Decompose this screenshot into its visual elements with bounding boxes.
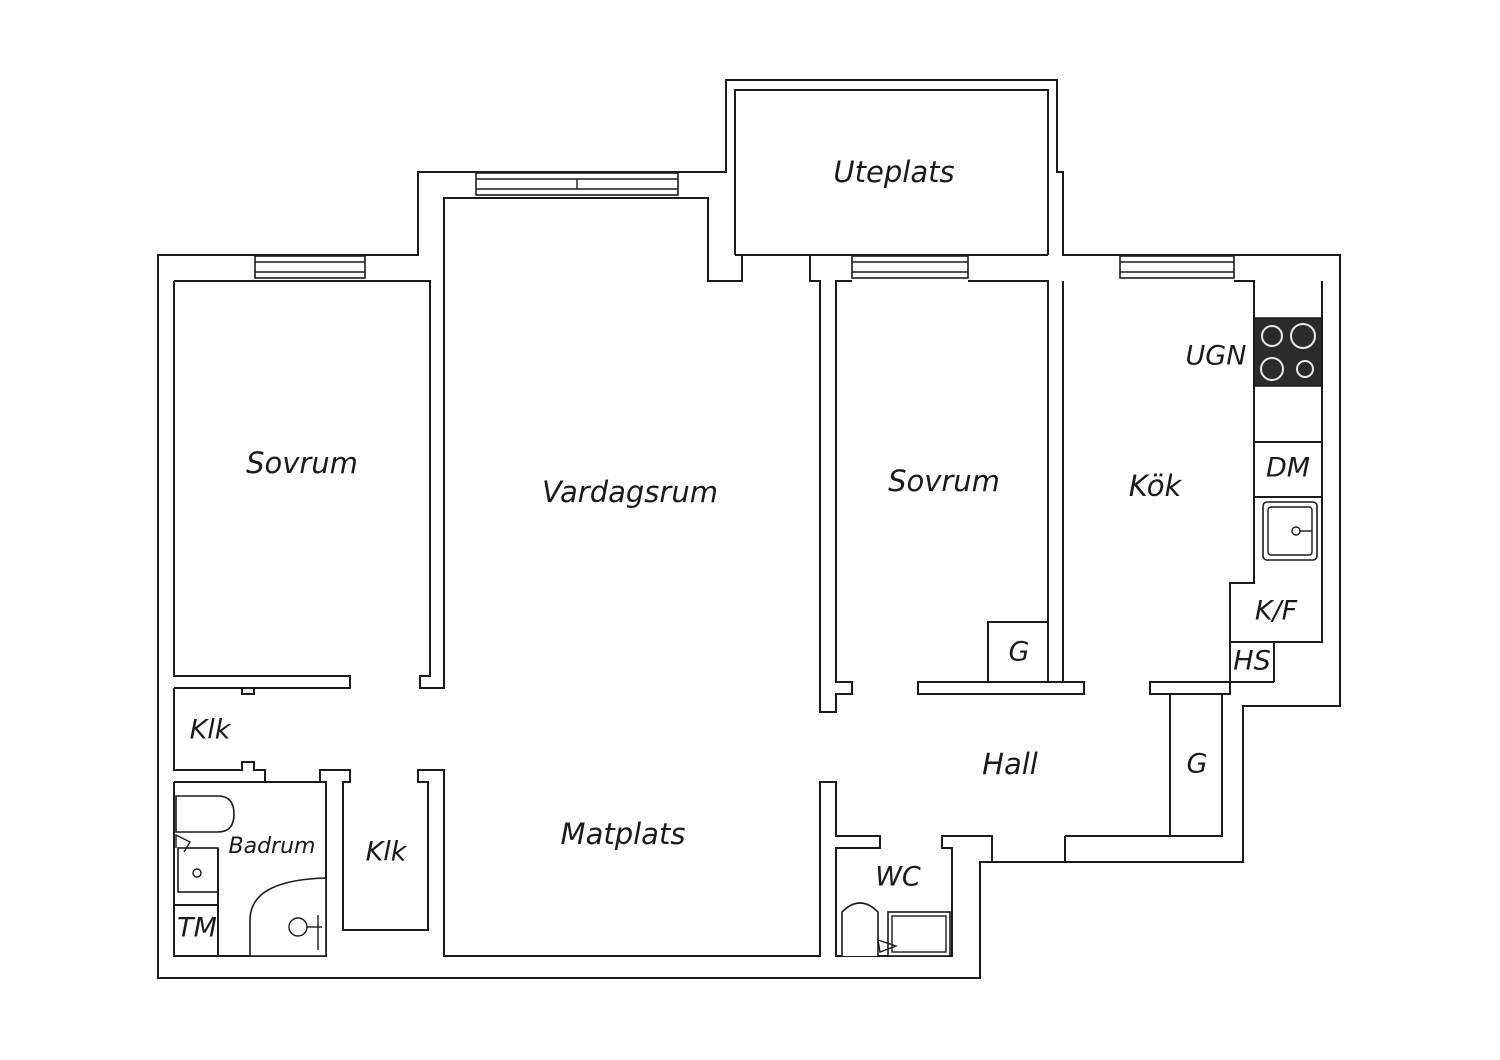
room-label-wc: WC — [875, 862, 921, 893]
room-label-kok: Kök — [1129, 469, 1183, 503]
room-label-vardagsrum: Vardagsrum — [542, 475, 718, 509]
outer-walls — [157, 79, 1341, 979]
fixture-label-ugn: UGN — [1186, 341, 1247, 372]
room-label-uteplats: Uteplats — [833, 155, 954, 189]
room-label-badrum: Badrum — [229, 834, 316, 859]
sink-icon — [1262, 501, 1318, 561]
fixture-label-kf: K/F — [1255, 596, 1298, 627]
toilet-icon — [841, 902, 879, 956]
fixture-labels: UGN DM K/F HS G G TM — [177, 341, 1310, 944]
fixture-label-g-hall: G — [1187, 749, 1208, 780]
interior-walls — [173, 255, 1323, 957]
balcony — [734, 89, 1049, 256]
shower-icon — [249, 877, 327, 957]
room-label-klk-center: Klk — [366, 837, 408, 868]
room-label-matplats: Matplats — [561, 817, 686, 851]
room-label-klk-left: Klk — [190, 715, 232, 746]
room-label-sovrum-right: Sovrum — [888, 464, 1000, 498]
kitchen-counter — [1229, 317, 1323, 683]
room-label-hall: Hall — [982, 747, 1038, 781]
windows — [254, 172, 1235, 279]
bathtub-icon — [175, 795, 235, 833]
fixture-label-dm: DM — [1266, 453, 1310, 484]
washbasin-icon — [177, 847, 219, 893]
fixture-label-g-sovrum: G — [1009, 637, 1030, 668]
wc-fixtures — [841, 902, 951, 957]
room-labels: Uteplats Sovrum Vardagsrum Sovrum Kök Ha… — [190, 155, 1183, 893]
room-label-sovrum-left: Sovrum — [246, 446, 358, 480]
fixture-label-hs: HS — [1233, 646, 1270, 677]
bathroom-fixtures — [174, 795, 327, 957]
fixture-label-tm: TM — [177, 913, 217, 944]
